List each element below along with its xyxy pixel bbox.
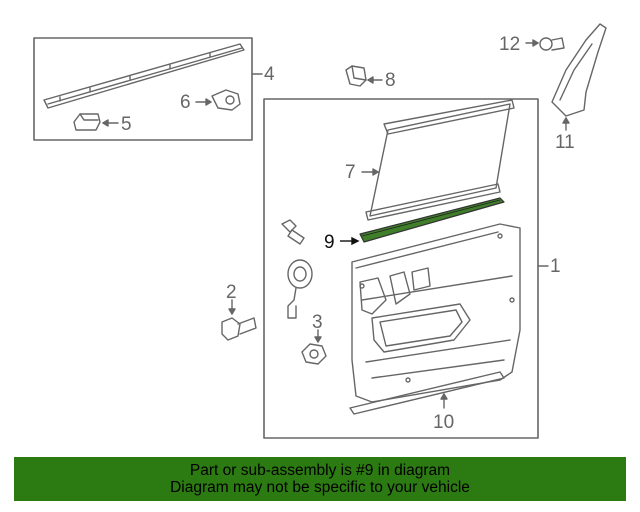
leader-arrow-9 — [340, 236, 360, 246]
bolt-part-12 — [525, 37, 565, 51]
info-banner: Part or sub-assembly is #9 in diagram Di… — [14, 457, 626, 501]
door-trim-panel-part-1 — [351, 223, 521, 403]
clip-part-5 — [73, 113, 119, 131]
highlighted-part-9[interactable] — [359, 197, 505, 243]
bolt-part-2 — [221, 299, 257, 341]
banner-line-2: Diagram may not be specific to your vehi… — [170, 479, 470, 496]
callout-5: 5 — [121, 114, 132, 135]
clip-part-3 — [301, 329, 327, 365]
callout-4: 4 — [264, 64, 275, 85]
callout-12: 12 — [499, 34, 520, 55]
callout-6: 6 — [180, 92, 191, 113]
banner-line-1: Part or sub-assembly is #9 in diagram — [189, 462, 451, 479]
pillar-trim-part-11 — [551, 23, 607, 131]
callout-9[interactable]: 9 — [324, 232, 335, 253]
clip-part-8 — [345, 65, 383, 87]
screw-part — [281, 219, 305, 245]
callout-7: 7 — [345, 162, 356, 183]
clip-part-6 — [195, 89, 241, 111]
group-box-1 — [263, 98, 539, 439]
callout-1: 1 — [550, 256, 561, 277]
callout-11: 11 — [555, 132, 575, 153]
window-glass-part-7 — [361, 99, 515, 221]
speaker-part — [287, 259, 313, 319]
outer-weatherstrip-part — [43, 43, 245, 109]
callout-8: 8 — [385, 70, 396, 91]
callout-10: 10 — [433, 412, 454, 433]
group-box-4 — [33, 37, 253, 141]
callout-2: 2 — [226, 282, 237, 303]
lower-weatherstrip-part-10 — [349, 371, 505, 415]
callout-3: 3 — [312, 312, 323, 333]
